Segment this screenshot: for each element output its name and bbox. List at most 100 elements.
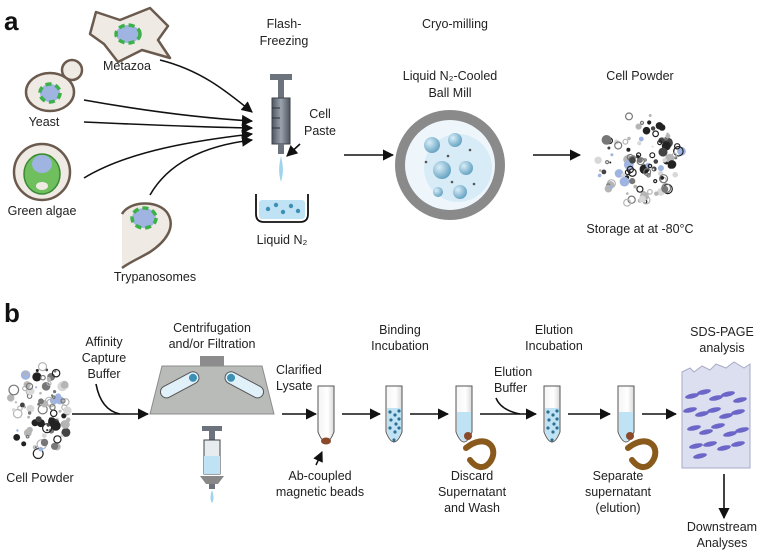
sds-page-gel-icon: [681, 361, 751, 469]
powder-particle: [8, 384, 20, 396]
centrifugation-label-1: Centrifugation: [173, 321, 251, 335]
powder-particle: [594, 156, 602, 164]
elution-buffer-curve: [495, 397, 521, 415]
powder-particle: [48, 417, 56, 425]
powder-particle: [624, 112, 633, 121]
powder-particle: [636, 154, 640, 159]
converging-arrows: [83, 59, 254, 196]
powder-particle: [652, 130, 659, 138]
gel-band: [731, 409, 745, 415]
centrifugation-label-2: and/or Filtration: [169, 337, 256, 351]
ball-mill-icon: [395, 110, 505, 220]
powder-particle: [667, 163, 674, 169]
gel-band: [683, 407, 697, 413]
gel-band: [685, 393, 699, 399]
gel-band: [693, 453, 707, 459]
powder-particle: [44, 396, 54, 406]
elution-buffer-label-2: Buffer: [494, 381, 527, 395]
powder-particle: [677, 146, 686, 156]
powder-particle: [635, 123, 642, 130]
powder-particle: [23, 371, 29, 377]
powder-particle: [643, 168, 652, 177]
separate-label-1: Separate: [593, 469, 644, 483]
powder-particle: [650, 126, 656, 131]
powder-particle: [601, 169, 607, 175]
powder-particle: [619, 176, 630, 187]
cell-powder-icon: [594, 112, 686, 207]
powder-particle: [32, 445, 37, 450]
elution-incubation-label-1: Elution: [535, 323, 573, 337]
powder-particle: [657, 165, 664, 172]
panel-a-letter: a: [4, 6, 19, 36]
liquid-n2-bath-icon: [255, 194, 309, 223]
powder-particle: [643, 158, 647, 162]
beads-pointer-arrow: [313, 451, 323, 466]
powder-particle: [665, 133, 671, 139]
powder-particle: [49, 404, 56, 411]
powder-particle: [642, 126, 651, 135]
powder-particle: [7, 394, 15, 402]
trypanosomes-label: Trypanosomes: [114, 270, 196, 284]
tube-5-icon: [617, 385, 635, 443]
powder-particle: [609, 161, 612, 164]
yeast-label: Yeast: [29, 115, 60, 129]
gel-band: [687, 425, 701, 431]
powder-particle: [53, 370, 57, 373]
green-algae-label: Green algae: [8, 204, 77, 218]
powder-particle: [61, 413, 67, 419]
powder-particle: [13, 434, 21, 441]
gel-band: [735, 427, 749, 433]
gel-band: [723, 431, 737, 437]
powder-particle: [660, 176, 664, 180]
powder-particle: [658, 174, 669, 184]
affinity-label-3: Buffer: [87, 367, 120, 381]
powder-particle: [654, 191, 659, 196]
gel-band: [697, 389, 711, 395]
magnet-icon-2: [625, 438, 659, 470]
powder-particle: [37, 362, 48, 372]
elution-incubation-label-2: Incubation: [525, 339, 583, 353]
flash-freezing-label-1: Flash-: [267, 17, 302, 31]
powder-particle: [653, 159, 659, 164]
powder-particle: [657, 140, 663, 146]
affinity-label-2: Capture: [82, 351, 127, 365]
powder-particle: [610, 153, 614, 157]
gel-band: [719, 413, 733, 419]
powder-particle: [614, 141, 623, 150]
powder-particle: [607, 146, 611, 150]
powder-particle: [609, 185, 613, 189]
powder-particle: [61, 398, 70, 407]
powder-particle: [12, 408, 23, 419]
powder-particle: [651, 145, 654, 148]
powder-particle: [638, 195, 646, 203]
powder-particle: [597, 173, 602, 178]
powder-particle: [672, 171, 678, 178]
powder-particle: [40, 438, 49, 447]
powder-particle: [601, 135, 612, 145]
metazoa-cell-icon: [88, 6, 172, 64]
powder-particle: [58, 409, 62, 413]
powder-particle: [25, 434, 30, 439]
powder-particle: [638, 136, 644, 142]
gel-band: [695, 411, 709, 417]
powder-particle: [41, 382, 51, 391]
powder-particle: [26, 404, 35, 413]
gel-band: [699, 429, 713, 435]
powder-particle: [661, 185, 669, 193]
powder-particle: [53, 390, 57, 394]
downstream-label-2: Analyses: [697, 536, 748, 550]
powder-particle: [40, 374, 46, 381]
powder-particle: [639, 120, 645, 126]
powder-particle: [25, 382, 34, 391]
powder-particle: [655, 122, 664, 130]
powder-particle: [53, 435, 62, 444]
powder-particle: [637, 141, 642, 146]
powder-particle: [662, 158, 667, 163]
ball-mill-label-2: Ball Mill: [428, 86, 471, 100]
powder-particle: [629, 157, 636, 164]
powder-particle: [647, 188, 653, 195]
centrifuge-rotor-icon: [149, 356, 275, 415]
powder-particle: [637, 157, 643, 163]
discard-label-3: and Wash: [444, 501, 500, 515]
